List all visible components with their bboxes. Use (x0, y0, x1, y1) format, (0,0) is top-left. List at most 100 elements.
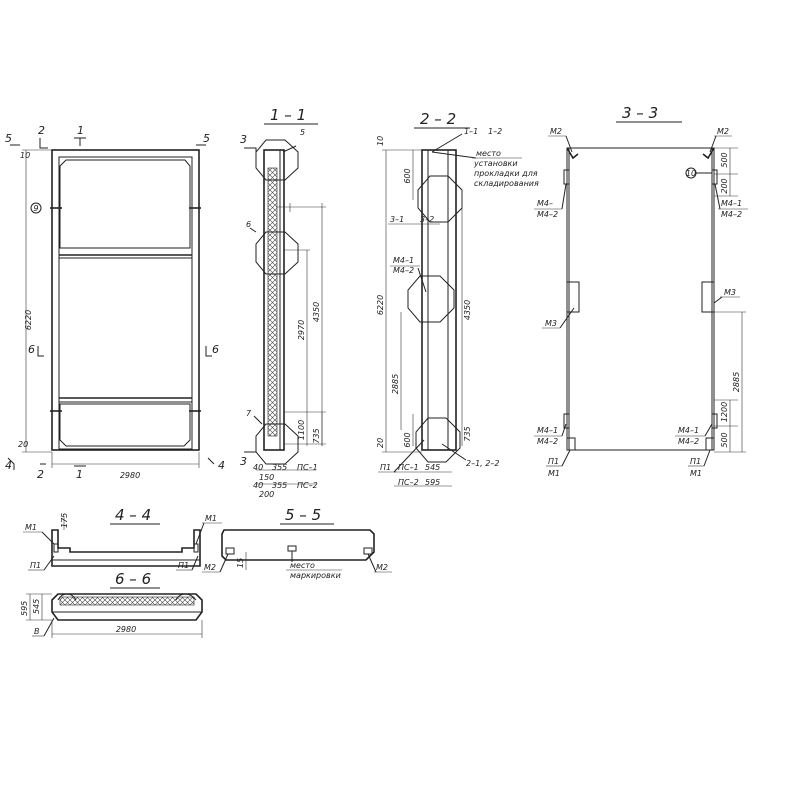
s22-octagon-2 (407, 275, 455, 323)
svg-text:2: 2 (38, 124, 45, 137)
front-dim-bottom: 20 (18, 440, 28, 449)
svg-text:М1: М1 (25, 523, 37, 532)
front-cut-marks: 5 2 1 5 6 6 4 2 1 4 (5, 124, 225, 481)
svg-text:4: 4 (218, 459, 225, 472)
s11-octagon-top (255, 139, 299, 181)
svg-text:М2: М2 (550, 127, 562, 136)
front-view: 9 10 6220 20 2980 5 2 1 5 6 6 4 2 1 (5, 124, 225, 481)
s11-callout-6: 6 (246, 220, 251, 229)
s11-octagon-bot (255, 423, 299, 465)
svg-text:3–2: 3–2 (420, 215, 434, 224)
s55-profile (221, 529, 375, 561)
s22-octagon-3 (415, 417, 461, 463)
svg-text:П1: П1 (548, 457, 559, 466)
svg-text:М4–2: М4–2 (537, 437, 558, 446)
svg-text:П1: П1 (690, 457, 701, 466)
svg-text:200: 200 (259, 490, 274, 499)
s33-corner-tr (702, 147, 715, 160)
front-anchors (50, 203, 201, 416)
front-dim-top: 10 (20, 151, 30, 160)
svg-text:В: В (34, 627, 40, 636)
svg-text:6: 6 (212, 343, 219, 356)
svg-text:М1: М1 (205, 514, 217, 523)
svg-text:500: 500 (720, 432, 729, 447)
svg-text:3–1: 3–1 (390, 215, 404, 224)
svg-text:40: 40 (253, 481, 263, 490)
svg-text:20: 20 (376, 438, 385, 448)
svg-text:2–1, 2–2: 2–1, 2–2 (466, 459, 499, 468)
front-lower-opening (59, 403, 191, 447)
svg-text:М1: М1 (548, 469, 560, 478)
svg-text:М1: М1 (690, 469, 702, 478)
svg-text:735: 735 (463, 426, 472, 441)
s11-callout-7: 7 (246, 409, 252, 418)
svg-text:М4–1: М4–1 (393, 256, 414, 265)
title-4-4: 4 – 4 (115, 506, 151, 524)
svg-text:М4–2: М4–2 (678, 437, 699, 446)
svg-text:М4–1: М4–1 (537, 426, 558, 435)
svg-text:2885: 2885 (732, 372, 741, 392)
title-2-2: 2 – 2 (420, 110, 456, 128)
svg-text:складирования: складирования (474, 179, 539, 188)
s11-dim-735: 735 (312, 428, 321, 443)
svg-text:установки: установки (473, 159, 518, 168)
s11-insulation (267, 167, 278, 437)
callout-9: 9 (33, 204, 38, 213)
front-upper-opening (59, 159, 191, 249)
svg-text:П1: П1 (178, 561, 189, 570)
s33-m3-left (566, 281, 580, 313)
svg-text:М2: М2 (717, 127, 729, 136)
svg-text:175: 175 (60, 513, 69, 528)
svg-text:355: 355 (272, 463, 287, 472)
svg-text:ПС–2: ПС–2 (398, 478, 419, 487)
svg-text:1: 1 (77, 124, 84, 137)
section-4-4: 4 – 4 175 М1 М1 П1 П1 (23, 506, 222, 571)
s66-dim-width: 2980 (116, 625, 136, 634)
svg-text:ПС–2: ПС–2 (297, 481, 318, 490)
svg-text:500: 500 (720, 152, 729, 167)
svg-text:600: 600 (403, 432, 412, 447)
section-2-2: 2 – 2 1–1 1–2 место установки прокладки … (376, 110, 539, 487)
section-5-5: 5 – 5 15 М2 М2 место маркировки (202, 506, 392, 580)
svg-text:595: 595 (425, 478, 440, 487)
svg-text:1–2: 1–2 (488, 127, 502, 136)
svg-text:4: 4 (5, 459, 12, 472)
front-dim-width: 2980 (120, 471, 140, 480)
svg-text:М4–2: М4–2 (537, 210, 558, 219)
s33-panel (566, 147, 715, 451)
svg-text:200: 200 (720, 178, 729, 193)
svg-text:3: 3 (240, 455, 247, 468)
svg-text:место: место (290, 561, 315, 570)
svg-text:1–1: 1–1 (464, 127, 478, 136)
s33-m3-right (701, 281, 715, 313)
svg-text:М4–1: М4–1 (678, 426, 699, 435)
svg-text:2885: 2885 (391, 374, 400, 394)
front-panel-outline (51, 149, 200, 451)
svg-text:М2: М2 (376, 563, 388, 572)
title-1-1: 1 – 1 (270, 106, 306, 124)
svg-text:П1: П1 (380, 463, 391, 472)
title-3-3: 3 – 3 (622, 104, 658, 122)
front-dim-height: 6220 (24, 310, 33, 330)
title-5-5: 5 – 5 (285, 506, 321, 524)
svg-text:2: 2 (37, 468, 44, 481)
s66-insulation (59, 596, 195, 606)
svg-text:4350: 4350 (463, 300, 472, 320)
s66-profile (51, 593, 203, 621)
svg-text:М4–: М4– (537, 199, 553, 208)
callout-9-circle (30, 202, 42, 214)
svg-text:М4–2: М4–2 (393, 266, 414, 275)
svg-text:150: 150 (259, 473, 274, 482)
section-6-6: 6 – 6 595 545 В 2980 (20, 570, 203, 638)
svg-text:600: 600 (403, 168, 412, 183)
svg-text:545: 545 (32, 599, 41, 614)
svg-text:прокладки для: прокладки для (474, 169, 538, 178)
svg-text:10: 10 (686, 169, 696, 178)
svg-text:40: 40 (253, 463, 263, 472)
svg-text:3: 3 (240, 133, 247, 146)
s11-dim-4350: 4350 (312, 302, 321, 322)
svg-text:545: 545 (425, 463, 440, 472)
svg-text:5: 5 (5, 132, 12, 145)
svg-text:М4–2: М4–2 (721, 210, 742, 219)
